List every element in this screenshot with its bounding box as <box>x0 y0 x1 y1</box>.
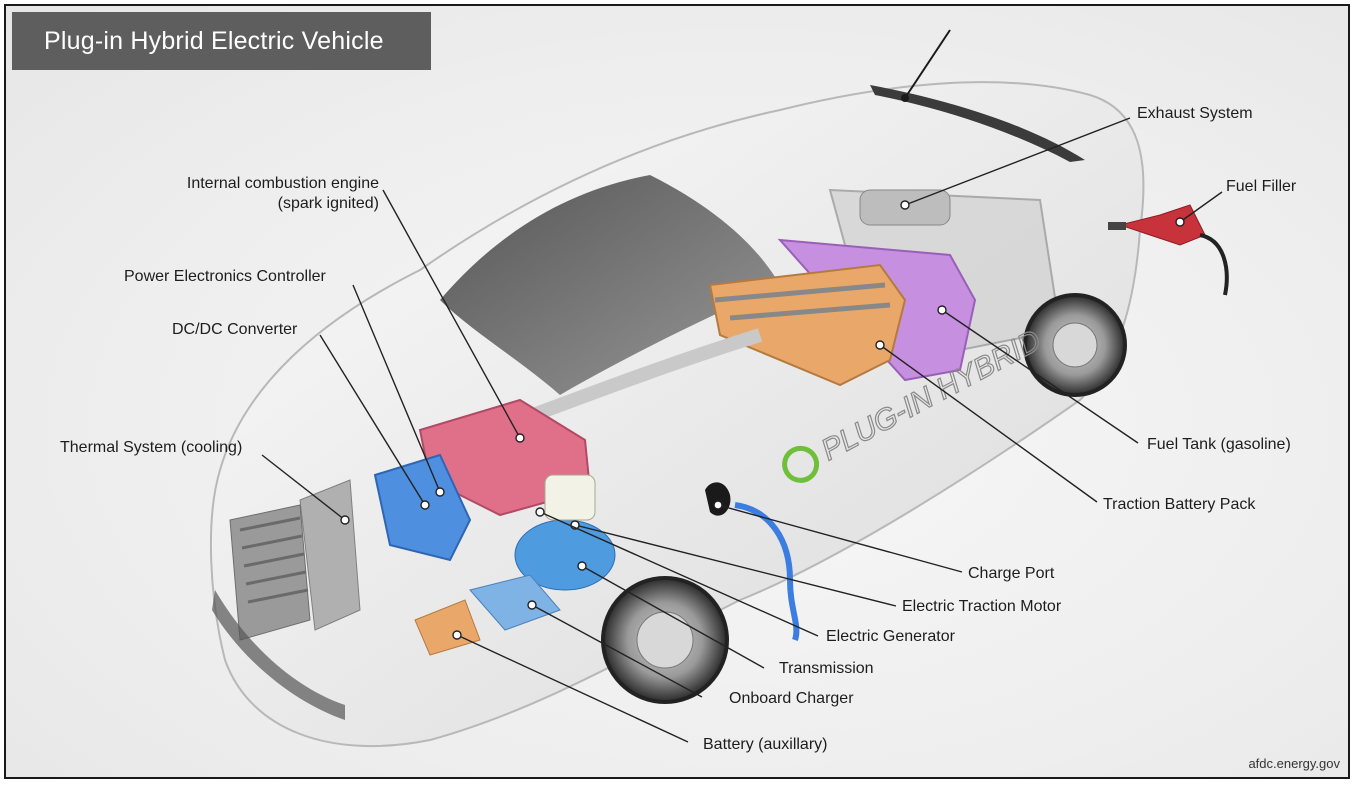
onboard-charger-shape <box>469 574 561 631</box>
label-fuel-filler: Fuel Filler <box>1226 178 1297 195</box>
label-power-electronics: Power Electronics Controller <box>124 268 326 285</box>
label-ice-line2: (spark ignited) <box>277 195 379 212</box>
label-transmission: Transmission <box>779 660 874 677</box>
label-generator: Electric Generator <box>826 628 955 645</box>
label-exhaust: Exhaust System <box>1137 105 1253 122</box>
label-fuel-tank: Fuel Tank (gasoline) <box>1147 436 1291 453</box>
label-battery-aux: Battery (auxillary) <box>703 736 828 753</box>
label-traction-motor: Electric Traction Motor <box>902 598 1062 615</box>
windshield <box>440 175 780 395</box>
aux-battery-shape <box>414 599 481 656</box>
label-charge-port: Charge Port <box>968 565 1055 582</box>
antenna-line <box>904 29 951 99</box>
leader-lines <box>261 117 1223 743</box>
source-credit: afdc.energy.gov <box>1248 756 1340 771</box>
label-thermal: Thermal System (cooling) <box>60 439 243 456</box>
roof-stripe <box>870 85 1085 162</box>
charge-cable <box>734 502 800 641</box>
coolant-reservoir <box>544 474 596 521</box>
lower-grille <box>212 590 345 720</box>
driveline <box>517 328 763 427</box>
label-onboard-charger: Onboard Charger <box>729 690 854 707</box>
label-ice-line1: Internal combustion engine <box>186 175 379 192</box>
label-traction-battery: Traction Battery Pack <box>1103 496 1256 513</box>
label-dcdc: DC/DC Converter <box>172 321 298 338</box>
fuel-nozzle <box>1108 204 1229 296</box>
label-ice: Internal combustion engine (spark ignite… <box>187 174 379 214</box>
diagram-title: Plug-in Hybrid Electric Vehicle <box>12 12 431 70</box>
